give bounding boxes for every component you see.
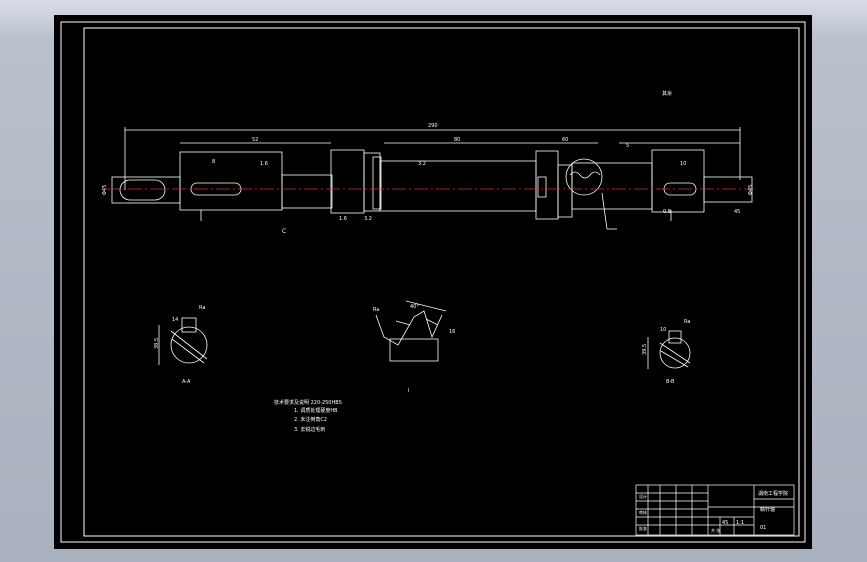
tech-req-item: 3. 去锐边毛刺 xyxy=(294,426,325,433)
dim-d1: 52 xyxy=(252,137,258,143)
section-a-dim-v: 38.5 xyxy=(154,338,160,349)
small-note: C xyxy=(282,228,286,235)
inner-frame xyxy=(83,27,800,537)
title-designer: 设计 xyxy=(639,493,647,499)
tech-req-item: 1. 调质处理硬度HB xyxy=(294,407,338,414)
section-a-label: A-A xyxy=(182,379,191,385)
roughness-3: 1.6 xyxy=(339,216,347,222)
roughness-2: 3.2 xyxy=(418,161,426,167)
section-c xyxy=(647,330,691,369)
title-scale: 1:1 xyxy=(736,520,744,526)
dim-d3: 60 xyxy=(562,137,568,143)
roughness-4: 3.2 xyxy=(364,216,372,222)
dim-right-step: 5 xyxy=(626,143,629,149)
title-approver: 批准 xyxy=(639,525,647,531)
section-c-dim-v: 39.5 xyxy=(642,344,648,355)
title-block xyxy=(635,484,795,536)
section-b-dim-v: 16 xyxy=(449,329,455,335)
section-a xyxy=(158,317,208,365)
drawing-sheet: 其余 xyxy=(54,15,812,549)
section-a-dim-h: 14 xyxy=(172,317,178,323)
dim-d2: 80 xyxy=(454,137,460,143)
tech-req-item: 2. 未注倒角C2 xyxy=(294,416,327,423)
tech-req-title: 技术要求及说明 220-250HBS xyxy=(274,399,342,406)
title-material: 45 xyxy=(722,520,728,526)
section-c-finish: Ra xyxy=(684,319,690,325)
roughness-5: 0.8 xyxy=(663,209,671,215)
section-b-dim-h: 40° xyxy=(410,304,419,310)
section-c-label: B-B xyxy=(666,379,675,385)
title-part-name: 蜗杆轴 xyxy=(760,506,775,513)
title-checker: 审核 xyxy=(639,509,647,515)
dim-total-length: 290 xyxy=(428,123,438,129)
shaft-main-view xyxy=(106,127,754,230)
section-b-label: I xyxy=(408,388,409,394)
title-drawing-no: 01 xyxy=(760,525,766,531)
roughness-note: 其余 xyxy=(662,90,672,97)
section-c-dim-h: 10 xyxy=(660,327,666,333)
section-b xyxy=(375,300,447,362)
dim-keyway-2: 10 xyxy=(680,161,686,167)
title-school: 湖南工程学院 xyxy=(758,490,788,497)
dim-shaft-stub: 45 xyxy=(734,209,740,215)
dim-right-shaft: Φ45 xyxy=(748,185,754,195)
section-b-finish: Ra xyxy=(373,307,379,313)
dim-left-shaft: Φ45 xyxy=(102,185,108,195)
section-a-finish: Ra xyxy=(199,305,205,311)
dim-keyway-1: 8 xyxy=(212,159,215,165)
title-sheet-label: 共 张 xyxy=(711,527,720,533)
roughness-1: 1.6 xyxy=(260,161,268,167)
outer-frame xyxy=(60,21,806,543)
cad-drawing: 其余 xyxy=(60,21,806,543)
